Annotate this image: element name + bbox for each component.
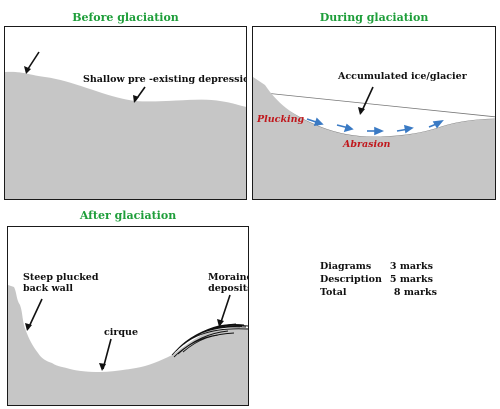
marks-value: 8 marks <box>393 287 437 298</box>
plucking-label: Plucking <box>257 114 305 125</box>
backwall-pointer-arrow-head <box>25 323 32 331</box>
cirque-label: cirque <box>104 327 138 338</box>
ice-flow-arrows <box>306 117 444 136</box>
marks-row: Diagrams 3 marks <box>320 261 445 274</box>
marks-label: Description <box>320 274 382 285</box>
pointer-arrow-depression-head <box>133 95 139 103</box>
ground-surface <box>5 71 246 199</box>
during-glaciation-panel: Accumulated ice/glacier Plucking Abrasio… <box>252 26 496 200</box>
after-glaciation-diagram <box>8 285 248 405</box>
before-glaciation-diagram <box>5 51 246 199</box>
marks-value: 3 marks <box>389 261 433 272</box>
during-glaciation-diagram <box>253 77 495 199</box>
ice-flow-arrow-3-head <box>374 126 385 136</box>
abrasion-label: Abrasion <box>343 139 391 150</box>
marks-label: Diagrams <box>320 261 372 272</box>
cirque-pointer-arrow-head <box>99 363 106 371</box>
before-glaciation-panel: Shallow pre -existing depression <box>4 26 247 200</box>
moraine-label: Moraine deposits <box>208 272 249 294</box>
moraine-label-line1: Moraine <box>208 272 249 283</box>
moraine-pointer-arrow <box>219 294 231 326</box>
marks-label: Total <box>320 287 347 298</box>
marks-row: Total 8 marks <box>320 287 445 300</box>
depression-label: Shallow pre -existing depression <box>83 74 247 85</box>
ice-flow-arrow-1-head <box>313 117 324 126</box>
moraine-pointer-arrow-head <box>217 319 224 327</box>
glacier-pointer-arrow-head <box>358 107 365 115</box>
cirque-ground <box>8 285 248 405</box>
bedrock-ground <box>253 77 495 199</box>
after-glaciation-panel: Steep plucked back wall Moraine deposits… <box>7 226 249 406</box>
marks-table: Diagrams 3 marks Description 5 marks Tot… <box>320 261 445 300</box>
marks-value: 5 marks <box>389 274 433 285</box>
moraine-deposits <box>171 323 248 358</box>
backwall-label-line2: back wall <box>23 283 74 294</box>
backwall-pointer-arrow <box>27 298 43 330</box>
backwall-label: Steep plucked back wall <box>23 272 99 294</box>
backwall-label-line1: Steep plucked <box>23 272 99 283</box>
ice-flow-arrow-2-head <box>343 123 354 133</box>
after-glaciation-title: After glaciation <box>79 209 177 222</box>
ice-flow-arrow-5-head <box>432 119 444 129</box>
ice-flow-arrow-4-head <box>404 124 414 134</box>
pointer-arrow-left-head <box>24 66 31 74</box>
glacier-label: Accumulated ice/glacier <box>338 71 467 82</box>
moraine-label-line2: deposits <box>208 283 249 294</box>
before-glaciation-title: Before glaciation <box>72 11 179 24</box>
during-glaciation-title: During glaciation <box>319 11 429 24</box>
marks-row: Description 5 marks <box>320 274 445 287</box>
